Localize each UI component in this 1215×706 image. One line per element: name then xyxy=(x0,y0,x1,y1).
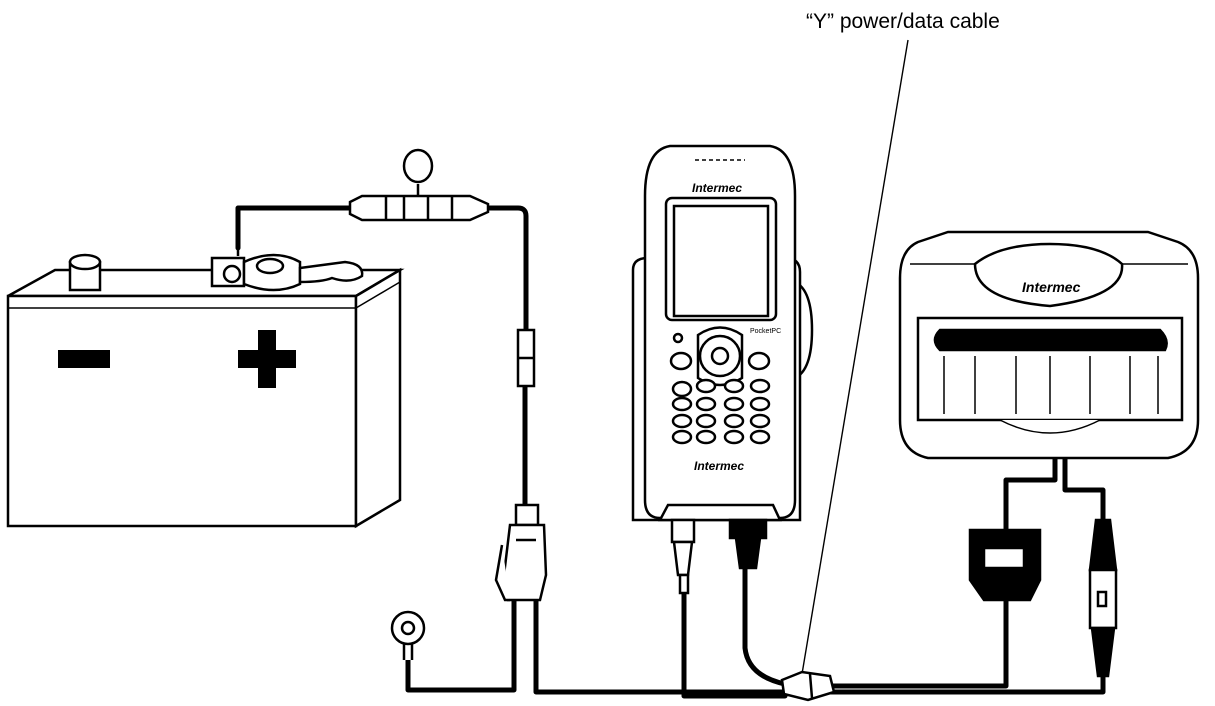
negative-symbol xyxy=(58,350,110,368)
inline-fuse-connector xyxy=(516,328,536,388)
y-cable-callout-label: “Y” power/data cable xyxy=(806,10,1000,33)
printer-db9-connector xyxy=(968,528,1042,602)
computer-brand-top: Intermec xyxy=(692,181,742,195)
printer-brand: Intermec xyxy=(1022,279,1081,295)
handheld-computer-icon xyxy=(631,144,814,522)
cable-splitter-connector xyxy=(494,503,548,602)
y-cable-splitter-icon xyxy=(780,670,836,702)
db9-connector-icon xyxy=(728,518,768,570)
battery-icon xyxy=(6,253,405,529)
fuse-holder-icon xyxy=(348,148,490,222)
positive-symbol-v xyxy=(258,330,276,388)
computer-os-label: PocketPC xyxy=(750,328,781,335)
mobile-printer-icon xyxy=(898,230,1200,460)
ring-terminal-icon xyxy=(390,610,426,660)
battery-clamp-icon xyxy=(210,210,364,292)
callout-leader-line xyxy=(799,39,909,687)
battery-terminal-symbols xyxy=(58,330,296,388)
computer-power-plug xyxy=(670,518,696,595)
computer-brand-bottom: Intermec xyxy=(694,459,744,473)
printer-power-connector xyxy=(1088,518,1118,678)
